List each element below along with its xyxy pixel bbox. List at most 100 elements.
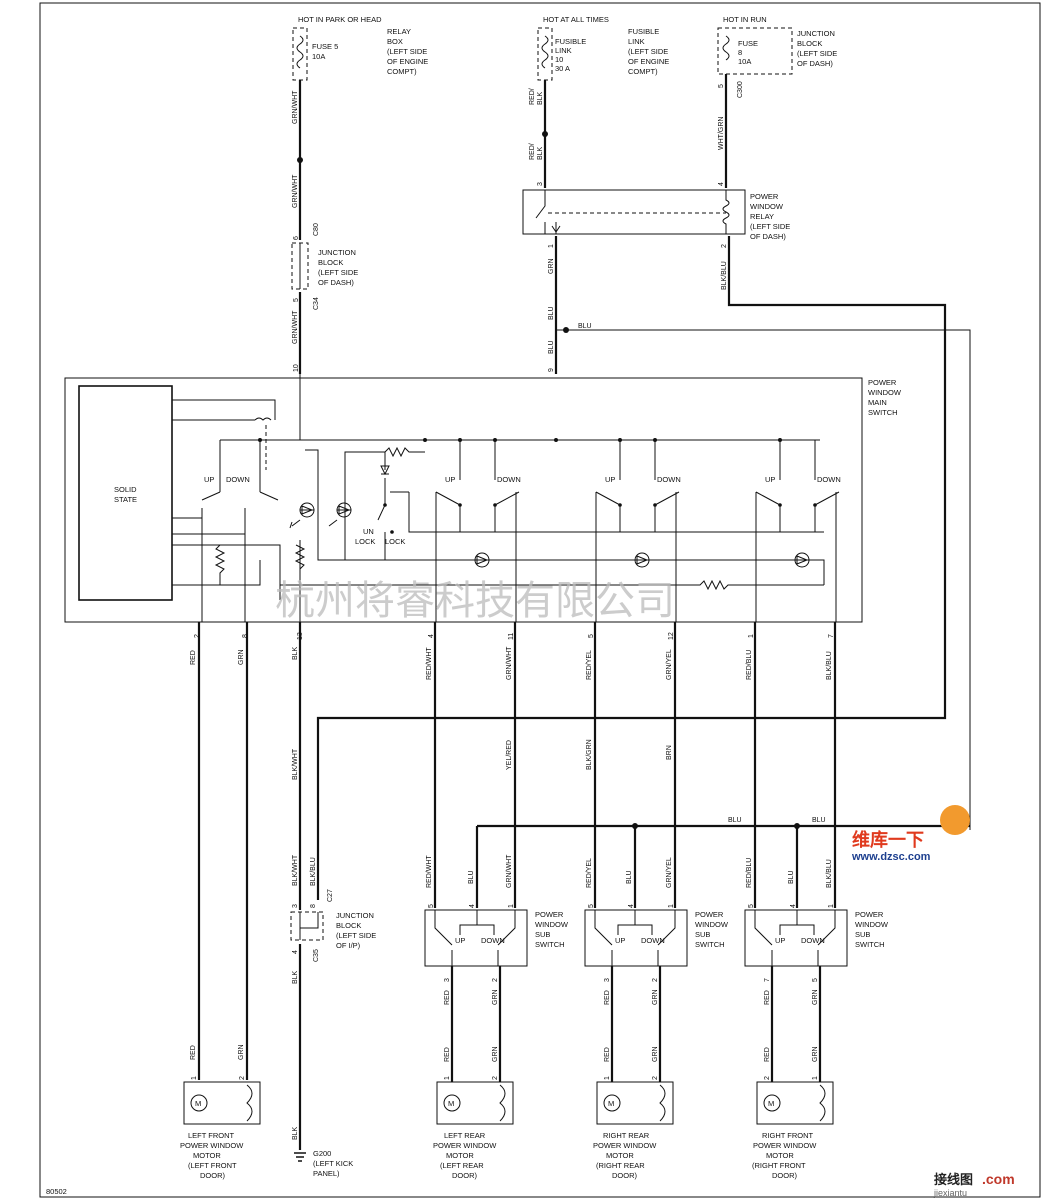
switch-group-rf: UP DOWN xyxy=(755,440,841,622)
svg-text:8: 8 xyxy=(310,904,317,908)
svg-text:SWITCH: SWITCH xyxy=(535,940,565,949)
svg-text:BLK: BLK xyxy=(292,646,299,660)
svg-text:RED/BLU: RED/BLU xyxy=(746,858,753,888)
ground-icon xyxy=(294,1152,306,1162)
svg-text:接线图: 接线图 xyxy=(934,1172,973,1187)
svg-text:UP: UP xyxy=(615,936,625,945)
power-window-relay-box xyxy=(522,189,746,235)
svg-text:STATE: STATE xyxy=(114,495,137,504)
svg-text:BRN: BRN xyxy=(666,745,673,760)
svg-text:8: 8 xyxy=(242,634,249,638)
svg-text:5: 5 xyxy=(812,978,819,982)
svg-text:2: 2 xyxy=(194,634,201,638)
svg-text:GRN/WHT: GRN/WHT xyxy=(506,854,513,888)
svg-text:COMPT): COMPT) xyxy=(628,67,658,76)
dzsc-logo: 维库一下 www.dzsc.com xyxy=(851,805,970,863)
svg-text:12: 12 xyxy=(668,632,675,640)
svg-text:10: 10 xyxy=(555,55,563,64)
svg-text:C80: C80 xyxy=(313,223,320,236)
svg-text:SOLID: SOLID xyxy=(114,485,137,494)
svg-text:M: M xyxy=(448,1099,454,1108)
svg-text:1: 1 xyxy=(508,904,515,908)
fuse-8-element-icon xyxy=(722,35,730,61)
svg-text:4: 4 xyxy=(292,950,299,954)
relay-circuit: RED/ BLK RED/ BLK 3 5 C300 WHT/GRN 4 POW… xyxy=(316,74,971,900)
svg-text:BLK/BLU: BLK/BLU xyxy=(826,859,833,888)
svg-text:BLK/WHT: BLK/WHT xyxy=(292,854,299,886)
svg-text:RIGHT REAR: RIGHT REAR xyxy=(603,1131,650,1140)
svg-text:2: 2 xyxy=(239,1076,246,1080)
motor-icon xyxy=(443,1094,461,1112)
svg-text:SUB: SUB xyxy=(695,930,710,939)
svg-text:DOOR): DOOR) xyxy=(612,1171,638,1180)
svg-text:OF I/P): OF I/P) xyxy=(336,941,361,950)
svg-text:GRN: GRN xyxy=(652,1046,659,1062)
svg-text:(LEFT SIDE: (LEFT SIDE xyxy=(336,931,376,940)
motor-left-front: M LEFT FRONT POWER WINDOW MOTOR (LEFT FR… xyxy=(180,1081,261,1180)
svg-text:RED/BLU: RED/BLU xyxy=(746,650,753,680)
svg-text:LINK: LINK xyxy=(555,46,572,55)
svg-text:BOX: BOX xyxy=(387,37,403,46)
svg-text:OF DASH): OF DASH) xyxy=(750,232,786,241)
svg-text:2: 2 xyxy=(721,244,728,248)
junction-block-ip: JUNCTION BLOCK (LEFT SIDE OF I/P) 4 C35 … xyxy=(290,911,376,1178)
svg-text:BLK/WHT: BLK/WHT xyxy=(292,748,299,780)
svg-text:M: M xyxy=(768,1099,774,1108)
svg-text:BLK: BLK xyxy=(292,970,299,984)
svg-text:4: 4 xyxy=(790,904,797,908)
svg-text:BLK: BLK xyxy=(537,91,544,105)
svg-text:LOCK: LOCK xyxy=(385,537,405,546)
svg-text:BLU: BLU xyxy=(728,817,742,824)
svg-text:2: 2 xyxy=(652,978,659,982)
svg-text:OF DASH): OF DASH) xyxy=(318,278,354,287)
svg-text:(LEFT FRONT: (LEFT FRONT xyxy=(188,1161,237,1170)
svg-text:RELAY: RELAY xyxy=(750,212,774,221)
svg-text:RED: RED xyxy=(604,990,611,1005)
svg-text:1: 1 xyxy=(828,904,835,908)
svg-text:SWITCH: SWITCH xyxy=(855,940,885,949)
svg-text:(LEFT SIDE: (LEFT SIDE xyxy=(797,49,837,58)
svg-text:GRN/WHT: GRN/WHT xyxy=(506,646,513,680)
motor-pin-numbers: 1 2 1 2 1 2 2 1 xyxy=(191,1076,819,1080)
svg-text:BLOCK: BLOCK xyxy=(336,921,361,930)
fuse-5: HOT IN PARK OR HEAD FUSE 5 10A RELAY BOX… xyxy=(292,15,428,81)
svg-text:GRN/WHT: GRN/WHT xyxy=(292,90,299,124)
svg-text:UP: UP xyxy=(775,936,785,945)
svg-text:(RIGHT REAR: (RIGHT REAR xyxy=(596,1161,645,1170)
svg-text:3: 3 xyxy=(292,904,299,908)
motor-icon xyxy=(603,1094,621,1112)
svg-text:5: 5 xyxy=(588,904,595,908)
svg-text:UP: UP xyxy=(605,475,615,484)
svg-text:WINDOW: WINDOW xyxy=(695,920,729,929)
fusible-link-heading: HOT AT ALL TIMES xyxy=(543,15,609,24)
svg-text:POWER: POWER xyxy=(695,910,724,919)
svg-text:10: 10 xyxy=(293,364,300,372)
svg-text:RED/YEL: RED/YEL xyxy=(586,650,593,680)
svg-text:FUSIBLE: FUSIBLE xyxy=(628,27,659,36)
svg-text:MAIN: MAIN xyxy=(868,398,887,407)
svg-text:5: 5 xyxy=(718,84,725,88)
svg-text:UP: UP xyxy=(765,475,775,484)
svg-text:5: 5 xyxy=(293,298,300,302)
svg-text:C35: C35 xyxy=(313,949,320,962)
grn-wht-supply: GRN/WHT GRN/WHT 6 C80 JUNCTION BLOCK (LE… xyxy=(291,80,358,374)
svg-text:SWITCH: SWITCH xyxy=(868,408,898,417)
svg-text:RED: RED xyxy=(444,1047,451,1062)
svg-text:RED: RED xyxy=(764,1047,771,1062)
svg-text:MOTOR: MOTOR xyxy=(606,1151,634,1160)
svg-text:DOWN: DOWN xyxy=(657,475,681,484)
fusible-link-element-icon xyxy=(541,35,549,69)
svg-text:RED: RED xyxy=(764,990,771,1005)
svg-text:RED/YEL: RED/YEL xyxy=(586,858,593,888)
svg-text:BLOCK: BLOCK xyxy=(797,39,822,48)
svg-text:C300: C300 xyxy=(737,81,744,98)
svg-text:DOWN: DOWN xyxy=(817,475,841,484)
svg-text:RED: RED xyxy=(190,650,197,665)
svg-text:2: 2 xyxy=(492,1076,499,1080)
svg-text:LEFT REAR: LEFT REAR xyxy=(444,1131,486,1140)
switch-group-lr: UP DOWN xyxy=(435,440,521,622)
svg-text:BLU: BLU xyxy=(548,340,555,354)
svg-text:(LEFT SIDE: (LEFT SIDE xyxy=(318,268,358,277)
svg-text:1: 1 xyxy=(668,904,675,908)
svg-text:DOOR): DOOR) xyxy=(452,1171,478,1180)
